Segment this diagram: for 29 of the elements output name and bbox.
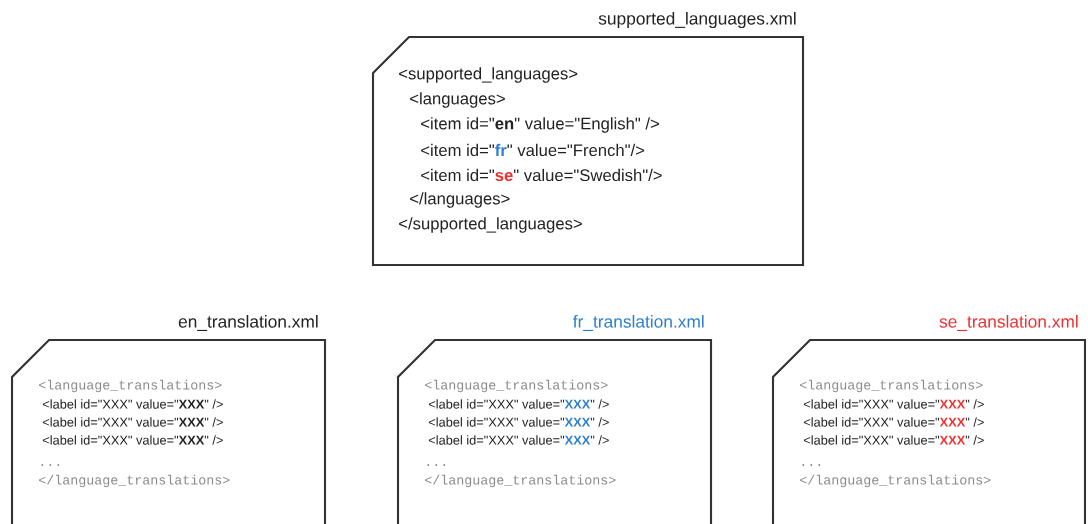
- file-name: en_translation.xml: [178, 315, 318, 331]
- code-line: <label id="XXX" value="XXX" />: [42, 435, 223, 445]
- code-line: <label id="XXX" value="XXX" />: [428, 399, 609, 409]
- code-line: <item id="en" value="English" />: [421, 117, 659, 133]
- code-line: ...: [41, 464, 60, 466]
- code-line: <label id="XXX" value="XXX" />: [803, 399, 984, 409]
- code-line: ...: [427, 464, 446, 466]
- code-line: <label id="XXX" value="XXX" />: [42, 417, 223, 427]
- code-line: <language_translations>: [425, 379, 608, 393]
- code-line: </languages>: [410, 192, 510, 208]
- file-name: fr_translation.xml: [573, 315, 704, 331]
- code-line: ...: [802, 464, 821, 466]
- code-line: </language_translations>: [39, 474, 230, 488]
- code-line: </language_translations>: [800, 474, 991, 488]
- code-line: <item id="se" value="Swedish"/>: [421, 168, 662, 182]
- code-line: <language_translations>: [39, 379, 222, 393]
- code-line: <item id="fr" value="French"/>: [421, 143, 645, 157]
- code-line: <supported_languages>: [399, 67, 578, 83]
- file-name: se_translation.xml: [939, 315, 1078, 331]
- code-line: </language_translations>: [425, 474, 616, 488]
- code-line: <label id="XXX" value="XXX" />: [428, 417, 609, 427]
- code-line: <label id="XXX" value="XXX" />: [42, 399, 223, 409]
- code-line: <language_translations>: [800, 379, 983, 393]
- code-line: <label id="XXX" value="XXX" />: [803, 435, 984, 445]
- code-line: <label id="XXX" value="XXX" />: [803, 417, 984, 427]
- code-line: <label id="XXX" value="XXX" />: [428, 435, 609, 445]
- code-line: </supported_languages>: [399, 217, 582, 233]
- file-name: supported_languages.xml: [598, 11, 796, 29]
- code-line: <languages>: [410, 92, 505, 108]
